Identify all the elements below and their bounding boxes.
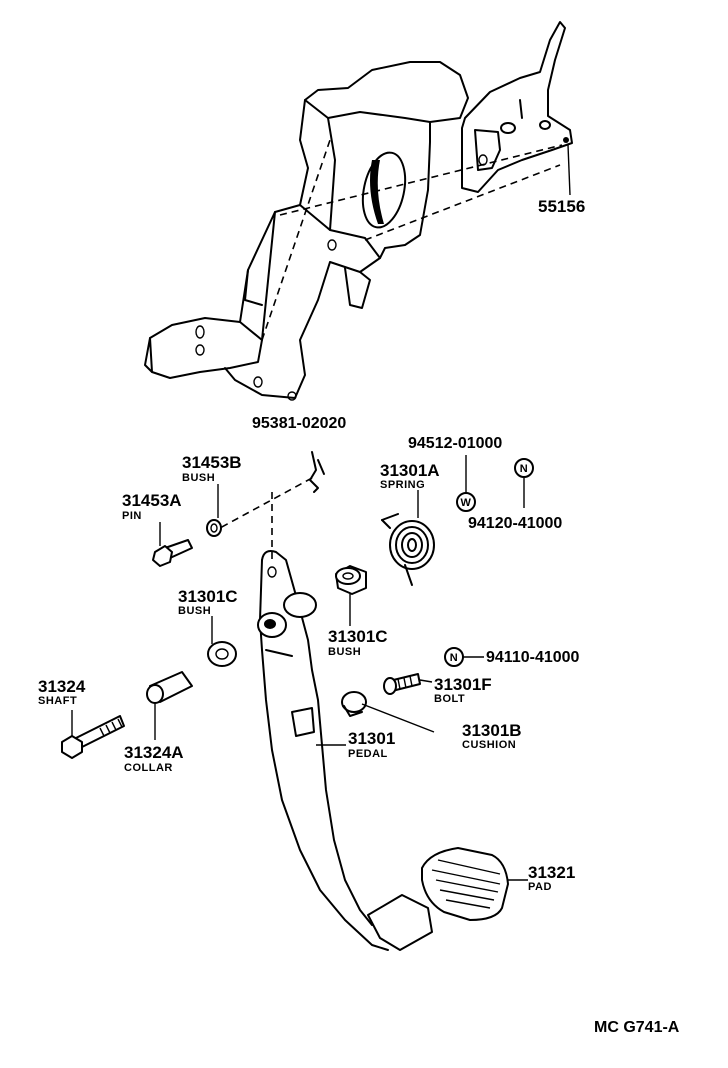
pin-axis-line [219, 477, 313, 529]
label-31301c-right: 31301C [328, 627, 388, 646]
clip-drawing [309, 451, 325, 493]
pin-31453a-drawing [152, 539, 193, 567]
washer-marker: W [456, 492, 476, 512]
bush-31301c-right-drawing [335, 565, 367, 595]
nut-marker-lower-text: N [450, 652, 458, 664]
label-31324a-desc: COLLAR [124, 762, 173, 774]
label-31321: 31321 [528, 863, 575, 882]
label-31301c-left: 31301C [178, 587, 238, 606]
label-31301b-desc: CUSHION [462, 739, 516, 751]
leader-31301b [361, 703, 435, 733]
bush-31453b-drawing [206, 519, 222, 537]
bolt-31301f-drawing [383, 673, 421, 695]
label-95381-02020: 95381-02020 [252, 415, 346, 432]
label-31301: 31301 [348, 729, 395, 748]
label-31453b: 31453B [182, 453, 242, 472]
label-31324a: 31324A [124, 743, 184, 762]
label-31301c-left-desc: BUSH [178, 605, 211, 617]
leader-31301f [419, 679, 433, 683]
label-31301f: 31301F [434, 675, 492, 694]
label-94512-01000: 94512-01000 [408, 435, 502, 452]
spring-31301a-drawing [381, 513, 435, 586]
label-31301f-desc: BOLT [434, 693, 465, 705]
label-31453b-desc: BUSH [182, 472, 215, 484]
pedal-31301-drawing [257, 550, 433, 951]
label-31301b: 31301B [462, 721, 522, 740]
cushion-31301b-drawing [341, 691, 367, 717]
label-55156: 55156 [538, 197, 585, 216]
bush-31301c-left-drawing [207, 641, 237, 667]
label-31301-desc: PEDAL [348, 748, 388, 760]
label-31321-desc: PAD [528, 881, 552, 893]
pedal-bracket-drawing [144, 21, 573, 401]
shaft-31324-drawing [61, 715, 125, 759]
label-31453a-desc: PIN [122, 510, 142, 522]
label-94120-41000: 94120-41000 [468, 515, 562, 532]
nut-marker-lower: N [444, 647, 464, 667]
diagram-code: MC G741-A [594, 1019, 680, 1036]
label-31453a: 31453A [122, 491, 182, 510]
label-94110-41000: 94110-41000 [486, 649, 580, 666]
label-31324: 31324 [38, 677, 86, 696]
label-31301a-desc: SPRING [380, 479, 425, 491]
leader-55156 [567, 144, 571, 196]
label-31301c-right-desc: BUSH [328, 646, 361, 658]
nut-marker-upper-text: N [520, 463, 528, 475]
pad-31321-drawing [421, 847, 509, 921]
label-31301a: 31301A [380, 461, 440, 480]
collar-31324a-drawing [146, 671, 193, 704]
nut-marker-upper: N [514, 458, 534, 478]
washer-marker-text: W [461, 497, 472, 509]
label-31324-desc: SHAFT [38, 695, 77, 707]
